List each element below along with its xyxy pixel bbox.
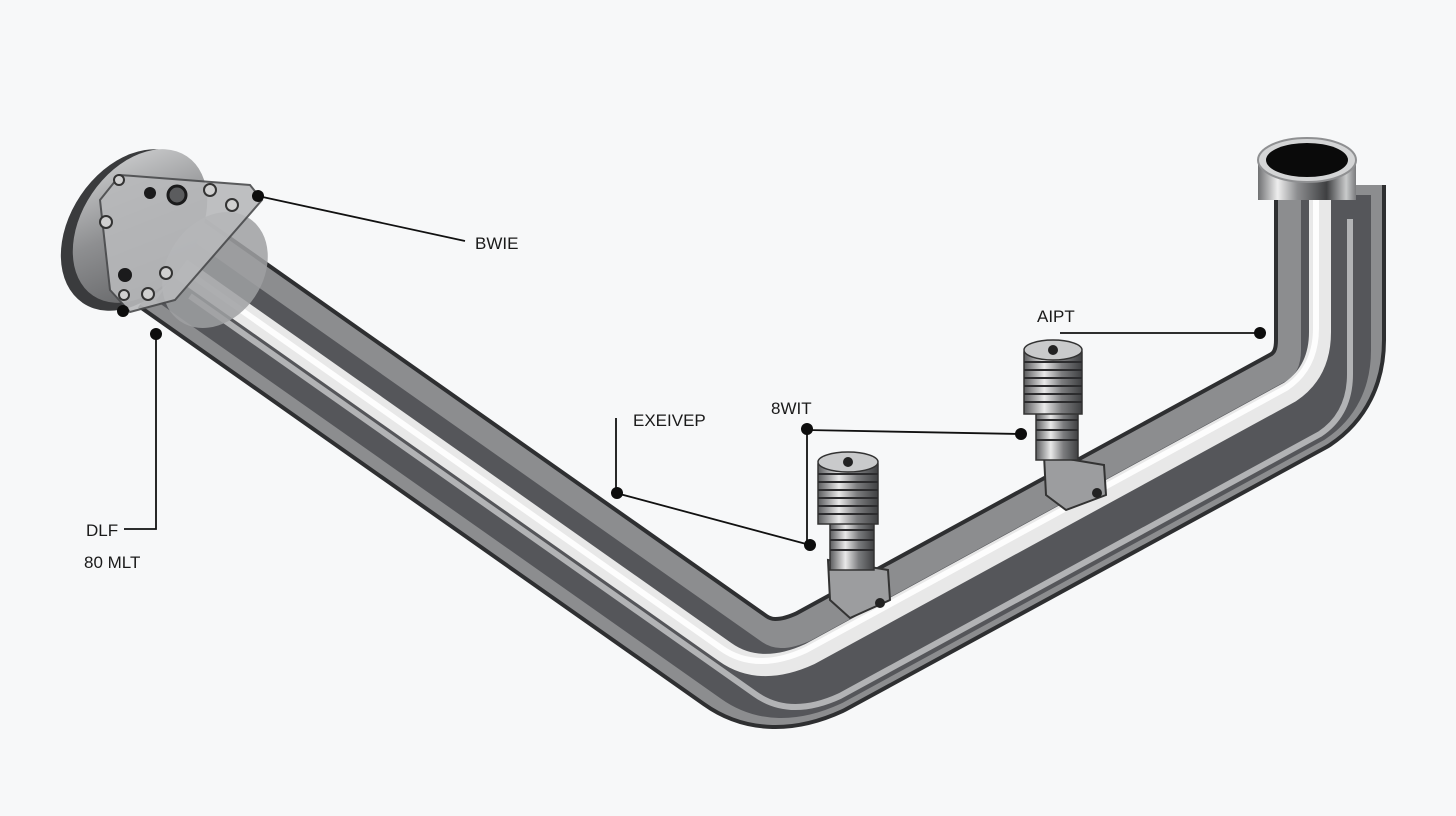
flange-bolt [159, 266, 173, 280]
leader-dlf [124, 334, 157, 530]
flange-bolt [141, 287, 155, 301]
label-aipt: AIPT [1037, 307, 1075, 326]
flange-plate [98, 173, 264, 314]
callout-dot [611, 487, 623, 499]
label-exeivep: EXEIVEP [633, 411, 706, 430]
callout-dots [117, 190, 1266, 551]
flange-bolt [118, 268, 132, 282]
threaded-sensor-boss-icon [817, 451, 892, 620]
pipe-reflection-bottom [188, 219, 1353, 710]
flange-bolt [203, 183, 217, 197]
threaded-sensor-boss-icon [1023, 339, 1108, 512]
leader-bwie [257, 195, 466, 242]
flange-bolt [118, 289, 130, 301]
callout-dot [117, 305, 129, 317]
leader-exeivep [615, 418, 811, 546]
label-bwie: BWIE [475, 234, 518, 253]
flange-icon [60, 149, 268, 328]
pipe-shade-lower [155, 195, 1371, 718]
label-80-mlt: 80 MLT [84, 553, 140, 572]
flange-bolt [166, 184, 188, 206]
pipe-outlet-icon [1257, 137, 1357, 200]
flange-bolt [99, 215, 113, 229]
label-8wit: 8WIT [771, 399, 812, 418]
flange-bolt [225, 198, 239, 212]
callout-dot [801, 423, 813, 435]
callout-dot [804, 539, 816, 551]
callout-dot [252, 190, 264, 202]
flange-bolt [144, 187, 156, 199]
callout-dot [150, 328, 162, 340]
callout-dot [1015, 428, 1027, 440]
callout-dot [1254, 327, 1266, 339]
pipe-highlight-thin [154, 173, 1319, 664]
exhaust-pipe [137, 173, 1386, 729]
flange-bolt [113, 174, 125, 186]
label-dlf: DLF [86, 521, 118, 540]
